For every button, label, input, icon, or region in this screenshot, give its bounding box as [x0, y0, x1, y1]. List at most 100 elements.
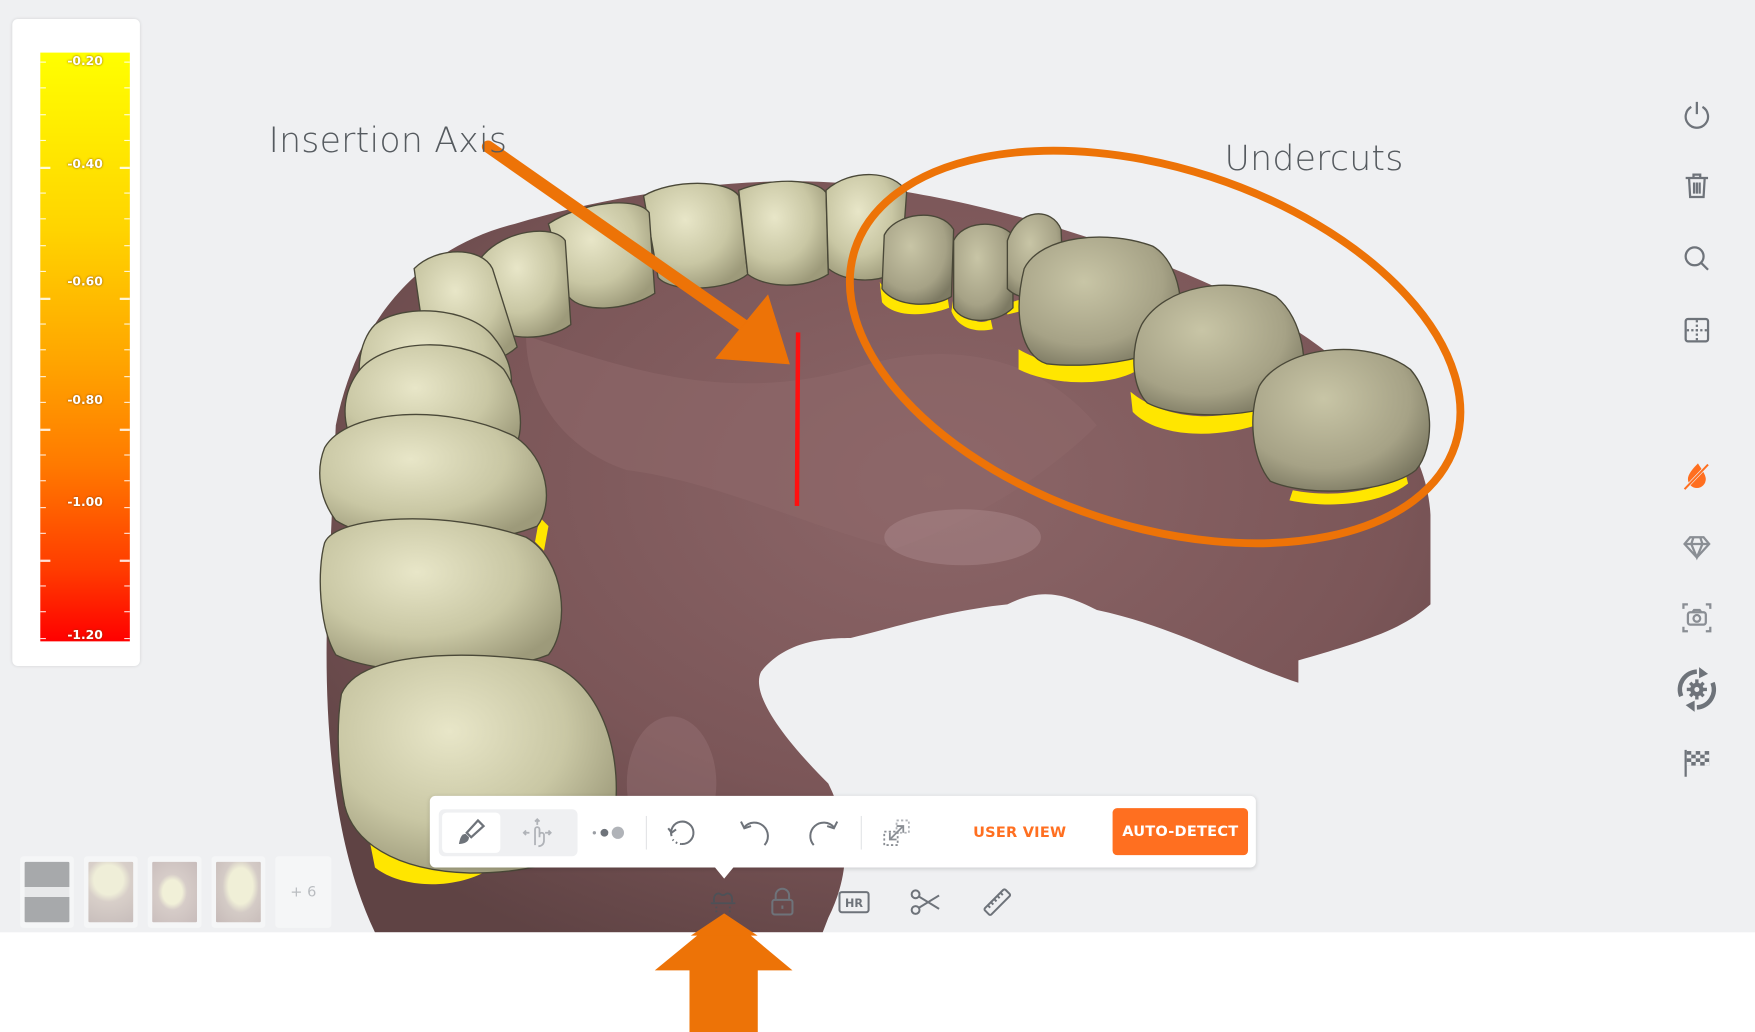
legend-tick	[40, 87, 46, 89]
legend-tick	[40, 480, 46, 482]
more-thumbnails-button[interactable]: + 6	[275, 856, 332, 928]
legend-tick	[124, 192, 130, 194]
undo-icon	[740, 821, 769, 846]
legend-tick	[119, 297, 130, 300]
cut-tool[interactable]	[903, 880, 948, 925]
gem-button[interactable]	[1674, 524, 1719, 569]
touch-move-icon	[522, 818, 552, 848]
legend-tick	[124, 506, 130, 508]
screenshot-button[interactable]	[1674, 595, 1719, 640]
legend-label: -0.60	[67, 274, 103, 289]
hr-icon: HR	[838, 891, 870, 914]
legend-tick	[40, 428, 51, 431]
undercuts-ellipse	[845, 146, 1465, 548]
3d-viewport[interactable]: Insertion Axis Undercuts -0.20 -0.40 -0.…	[0, 0, 1755, 933]
hr-tool[interactable]: HR	[832, 880, 877, 925]
legend-tick	[40, 506, 46, 508]
delete-button[interactable]	[1674, 163, 1719, 208]
mode-segmented-control	[438, 809, 578, 857]
undercut-tool-panel: USER VIEW AUTO-DETECT	[429, 795, 1256, 879]
scissors-icon	[910, 889, 940, 915]
legend-label: -0.80	[67, 392, 103, 408]
pointer-arrow	[654, 932, 793, 1032]
legend-tick	[40, 218, 46, 220]
thumbnail-image	[152, 861, 197, 923]
legend-tick	[119, 559, 130, 562]
power-icon	[1684, 101, 1710, 129]
divider	[860, 815, 862, 850]
undo-button[interactable]	[730, 809, 777, 856]
lock-tool[interactable]	[760, 880, 805, 925]
legend-tick	[124, 87, 130, 89]
tooth-axis-icon	[710, 892, 736, 914]
legend-tick	[124, 585, 130, 587]
insertion-axis-arrow	[481, 140, 790, 365]
legend-gradient-bar: -0.20 -0.40 -0.60 -0.80 -1.00 -1.20	[40, 52, 130, 642]
legend-tick	[124, 140, 130, 142]
legend-tick	[40, 454, 46, 456]
legend-tick	[40, 402, 46, 404]
sync-settings-button[interactable]	[1674, 667, 1719, 712]
expand-selection-icon	[883, 819, 910, 846]
brush-size-button[interactable]	[587, 809, 632, 856]
thumbnail[interactable]	[20, 856, 74, 928]
legend-tick	[119, 428, 130, 431]
legend-tick	[40, 166, 51, 169]
checkered-flag-icon	[1684, 749, 1710, 777]
camera-icon	[1682, 603, 1712, 633]
auto-detect-button[interactable]: AUTO-DETECT	[1112, 808, 1249, 856]
grid-button[interactable]	[1674, 308, 1719, 353]
legend-tick	[124, 218, 130, 220]
brush-size-dots-icon	[592, 826, 625, 839]
divider	[645, 815, 647, 850]
reset-button[interactable]	[658, 809, 705, 856]
drop-slash-icon	[1683, 463, 1710, 491]
legend-tick	[124, 349, 130, 351]
user-view-button[interactable]: USER VIEW	[973, 824, 1067, 842]
legend-tick	[40, 585, 46, 587]
grid-icon	[1684, 317, 1710, 343]
legend-tick	[124, 375, 130, 377]
legend-tick	[124, 532, 130, 535]
insertion-axis-label: Insertion Axis	[268, 120, 508, 162]
legend-tick	[124, 271, 130, 273]
insertion-axis-line	[794, 332, 801, 506]
legend-tick	[40, 349, 46, 351]
power-button[interactable]	[1674, 93, 1719, 138]
redo-icon	[809, 821, 839, 846]
move-mode-button[interactable]	[508, 813, 566, 853]
legend-tick	[124, 402, 130, 404]
texture-toggle-button[interactable]	[1674, 453, 1719, 498]
legend-tick	[124, 454, 130, 456]
legend-tick	[40, 271, 46, 273]
measure-tool[interactable]	[975, 880, 1020, 925]
legend-label: -1.00	[67, 494, 103, 510]
legend-tick	[124, 244, 130, 247]
dental-scan-model[interactable]	[0, 0, 1755, 933]
finish-button[interactable]	[1674, 740, 1719, 785]
legend-tick	[124, 611, 130, 613]
trash-icon	[1685, 173, 1709, 199]
legend-tick	[40, 532, 46, 535]
legend-tick	[40, 297, 51, 300]
fit-view-button[interactable]	[873, 809, 920, 856]
legend-label: -0.20	[67, 53, 103, 69]
legend-label: -0.40	[67, 156, 103, 172]
legend-tick	[40, 637, 46, 639]
legend-tick	[40, 559, 51, 562]
sync-gear-icon	[1677, 667, 1717, 712]
legend-tick	[40, 113, 46, 116]
undercuts-label: Undercuts	[1224, 138, 1404, 180]
legend-tick	[124, 61, 130, 63]
thumbnail[interactable]	[211, 856, 266, 928]
thumbnail[interactable]	[147, 856, 202, 928]
thumbnail[interactable]	[83, 856, 138, 928]
redo-button[interactable]	[801, 809, 848, 856]
legend-tick	[40, 244, 46, 247]
insertion-axis-tool[interactable]	[701, 880, 746, 925]
diamond-icon	[1683, 536, 1711, 561]
search-button[interactable]	[1674, 236, 1719, 281]
legend-tick	[40, 375, 46, 377]
lock-icon	[771, 887, 794, 916]
brush-mode-button[interactable]	[442, 812, 501, 853]
